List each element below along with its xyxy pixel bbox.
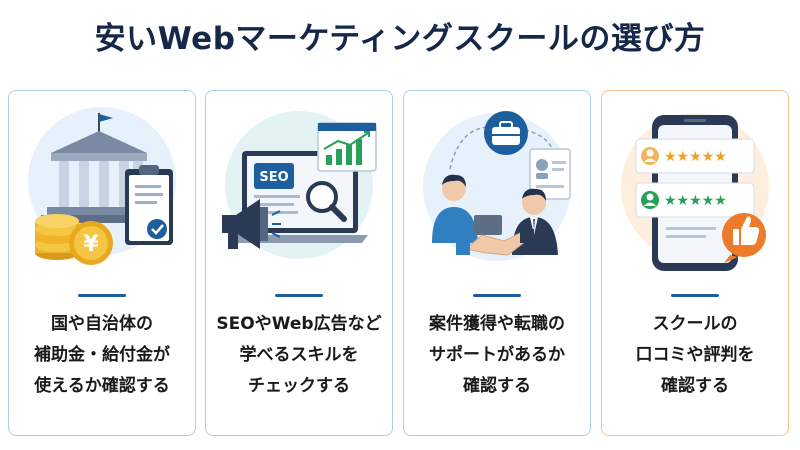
caption-line: 補助金・給付金が: [34, 345, 170, 365]
illustration-reviews: ★★★★★ ★★★★★: [614, 103, 776, 275]
briefcase-icon: [484, 111, 528, 155]
review-star-icon: ★★★★★ ★★★★★: [635, 138, 755, 238]
card-caption: 案件獲得や転職の サポートがあるか 確認する: [408, 309, 586, 402]
card-caption: 国や自治体の 補助金・給付金が 使えるか確認する: [13, 309, 191, 402]
growth-chart-icon: [317, 122, 377, 172]
card-divider: [671, 294, 719, 297]
caption-line: 案件獲得や転職の: [429, 314, 565, 334]
card-skills: SEO: [205, 90, 393, 436]
caption-line: SEOやWeb広告など: [216, 314, 382, 334]
svg-text:★★★★★: ★★★★★: [664, 149, 727, 165]
svg-text:¥: ¥: [83, 232, 99, 257]
card-subsidy: ¥ 国や自治体の 補助金・給付金が 使えるか確認する: [8, 90, 196, 436]
caption-line: 確認する: [661, 376, 729, 396]
illustration-subsidy: ¥: [21, 103, 183, 275]
card-caption: SEOやWeb広告など 学べるスキルを チェックする: [210, 309, 388, 402]
caption-line: 国や自治体の: [51, 314, 153, 334]
page-title: 安いWebマーケティングスクールの選び方: [94, 21, 706, 57]
caption-line: 使えるか確認する: [34, 376, 170, 396]
handshake-icon: [456, 229, 534, 256]
caption-line: 口コミや評判を: [635, 345, 755, 365]
thumbs-up-icon: [722, 213, 766, 263]
card-divider: [275, 294, 323, 297]
person-icon: [432, 174, 558, 255]
clipboard-check-icon: [125, 165, 173, 245]
card-support: 案件獲得や転職の サポートがあるか 確認する: [403, 90, 591, 436]
caption-line: 確認する: [463, 376, 531, 396]
card-caption: スクールの 口コミや評判を 確認する: [606, 309, 784, 402]
yen-coin-icon: ¥: [69, 221, 113, 265]
caption-line: チェックする: [248, 376, 350, 396]
megaphone-icon: [222, 199, 281, 249]
seo-label: SEO: [259, 170, 288, 185]
profile-card-icon: [529, 148, 571, 200]
svg-text:★★★★★: ★★★★★: [664, 193, 727, 209]
card-divider: [473, 294, 521, 297]
magnifier-icon: [306, 181, 347, 222]
caption-line: スクールの: [652, 314, 738, 334]
card-divider: [78, 294, 126, 297]
caption-line: 学べるスキルを: [239, 345, 359, 365]
illustration-support: [416, 103, 578, 275]
illustration-skills: SEO: [218, 103, 380, 275]
caption-line: サポートがあるか: [429, 345, 565, 365]
card-reviews: ★★★★★ ★★★★★ スクールの 口コミや評判を 確認する: [601, 90, 789, 436]
coin-stack-icon: [35, 214, 79, 260]
